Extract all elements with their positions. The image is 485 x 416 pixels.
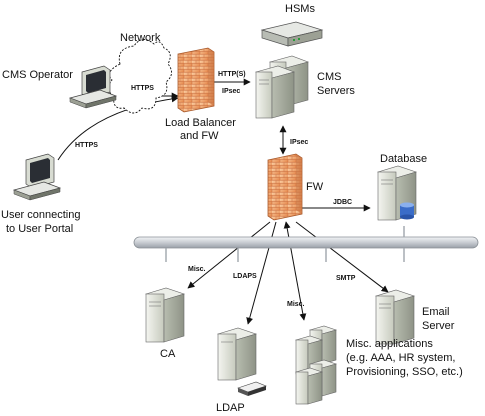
ldap-label: LDAP	[216, 402, 245, 414]
misc-apps-protocol-label: Misc.	[287, 301, 305, 308]
protocol-labels: HTTPS HTTPS HTTP(S) IPsec IPsec JDBC Mis…	[75, 71, 356, 308]
email-server-label: Email Server	[422, 306, 455, 332]
misc-apps-label: Misc. applications (e.g. AAA, HR system,…	[346, 338, 463, 378]
misc-apps-label-line3: Provisioning, SSO, etc.)	[346, 366, 463, 378]
load-balancer-label-line2: and FW	[180, 130, 219, 142]
misc-apps-servers-icon	[294, 325, 338, 405]
user-portal-label-line2: to User Portal	[6, 223, 73, 235]
database-cylinder-icon	[400, 202, 414, 220]
cms-operator-label: CMS Operator	[2, 69, 73, 81]
misc-ca-label: Misc.	[188, 266, 206, 273]
ldaps-label: LDAPS	[233, 273, 257, 280]
user-workstation-icon	[12, 153, 62, 201]
load-balancer-firewall-icon	[177, 47, 215, 113]
user-to-lb-line	[57, 95, 179, 161]
network-cloud	[108, 39, 172, 114]
smtp-label: SMTP	[336, 275, 356, 282]
http-s-label: HTTP(S)	[218, 71, 246, 78]
fw-to-ca-line	[187, 221, 271, 289]
user-portal-label-line1: User connecting	[1, 209, 81, 221]
https-operator-label: HTTPS	[131, 85, 154, 92]
cms-operator-workstation-icon	[68, 65, 118, 109]
load-balancer-label-line1: Load Balancer	[165, 117, 236, 129]
database-label: Database	[380, 153, 427, 165]
cms-servers-icon	[255, 55, 309, 119]
database-server-icon	[377, 165, 417, 221]
hsms-label: HSMs	[285, 3, 315, 15]
hsm-icon	[260, 21, 324, 47]
misc-apps-label-line1: Misc. applications	[346, 338, 433, 350]
ldap-server-icon	[217, 327, 267, 396]
email-server-label-line1: Email	[422, 306, 450, 318]
ipsec-top-label: IPsec	[222, 88, 240, 95]
jdbc-label: JDBC	[333, 199, 352, 206]
ca-label: CA	[160, 348, 176, 360]
ldap-directory-tray-icon	[237, 381, 267, 396]
https-user-label: HTTPS	[75, 142, 98, 149]
fw-to-email-line	[295, 221, 389, 293]
email-server-icon	[375, 289, 415, 345]
lan-backbone	[133, 226, 479, 262]
ca-server-icon	[145, 287, 185, 343]
network-label: Network	[120, 32, 161, 44]
node-labels: HSMs Network CMS Operator Load Balancer …	[1, 3, 463, 414]
cms-servers-label-line2: Servers	[317, 85, 355, 97]
firewall-icon	[267, 153, 303, 221]
ipsec-mid-label: IPsec	[290, 139, 308, 146]
cms-servers-label-line1: CMS	[317, 71, 341, 83]
fw-label: FW	[306, 181, 324, 193]
load-balancer-label: Load Balancer and FW	[165, 117, 239, 142]
cms-servers-label: CMS Servers	[317, 71, 355, 97]
user-portal-label: User connecting to User Portal	[1, 209, 84, 235]
email-server-label-line2: Server	[422, 320, 455, 332]
misc-apps-label-line2: (e.g. AAA, HR system,	[346, 352, 455, 364]
